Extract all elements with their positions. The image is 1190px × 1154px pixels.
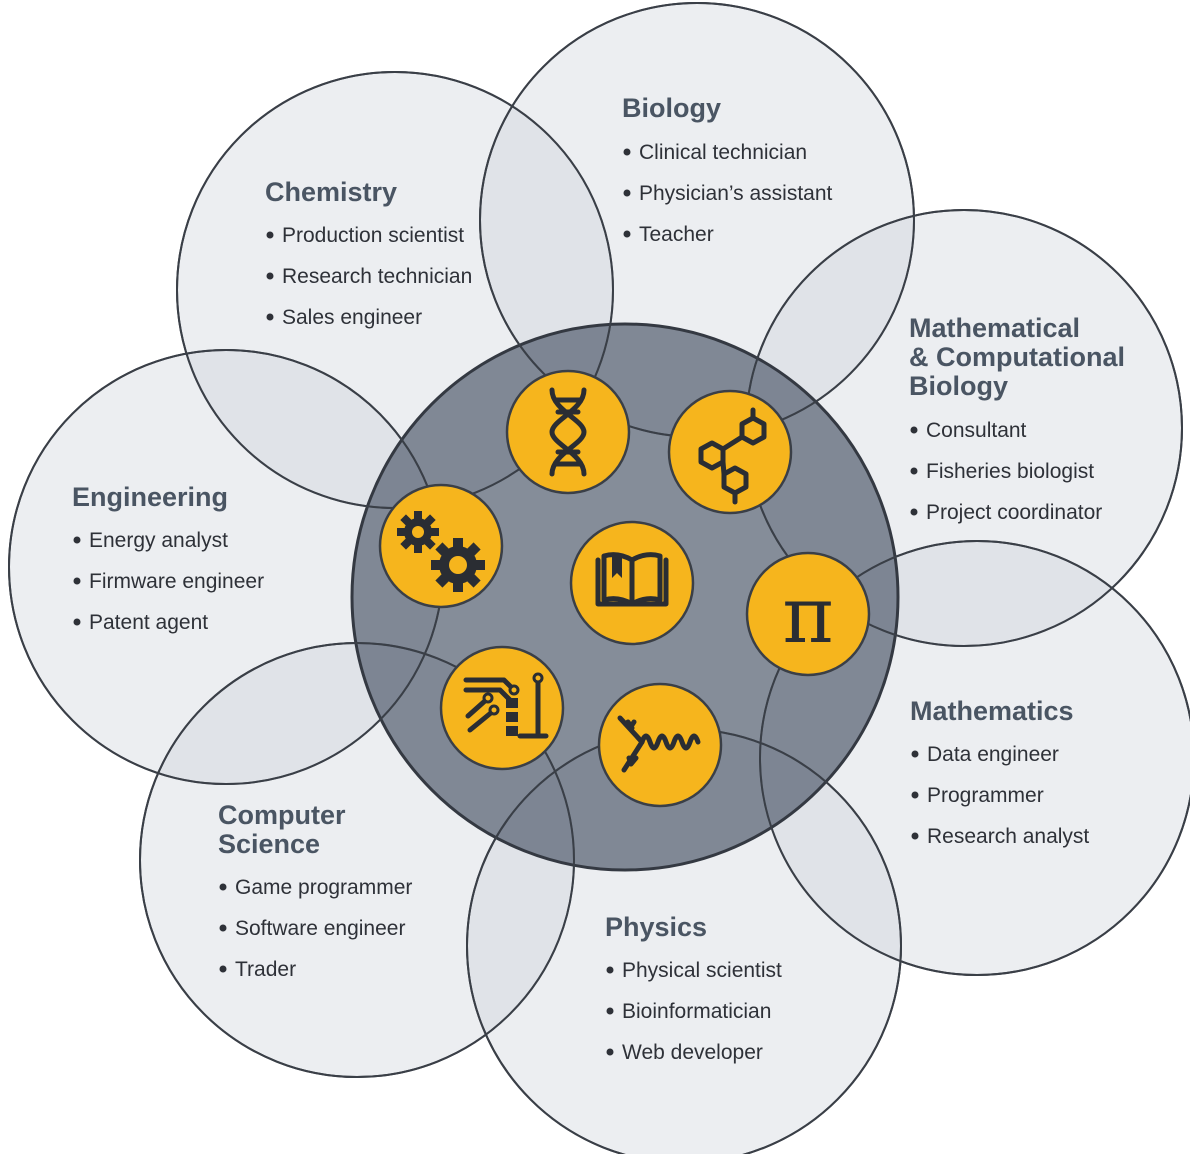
bullet — [73, 577, 81, 585]
book-medallion — [569, 520, 695, 646]
career-item: Research analyst — [927, 825, 1089, 848]
bullet — [266, 272, 274, 280]
dna-icon — [549, 387, 587, 477]
circuit-medallion — [439, 645, 565, 771]
career-item: Bioinformatician — [622, 1000, 771, 1023]
feynman-medallion — [597, 682, 723, 808]
career-item: Fisheries biologist — [926, 460, 1094, 483]
bullet — [606, 966, 614, 974]
circuit-icon — [463, 672, 549, 739]
career-item: Physician’s assistant — [639, 182, 833, 205]
pi-medallion: π — [745, 551, 871, 677]
computer-science-title: Computer — [218, 800, 346, 830]
engineering-title: Engineering — [72, 482, 228, 512]
gears-icon — [397, 511, 485, 592]
computer-science-title: Science — [218, 829, 320, 859]
career-item: Teacher — [639, 223, 714, 246]
bullet — [623, 230, 631, 238]
chemistry-title: Chemistry — [265, 177, 397, 207]
bullet — [606, 1007, 614, 1015]
career-item: Consultant — [926, 419, 1027, 442]
career-item: Sales engineer — [282, 306, 422, 329]
bullet — [266, 231, 274, 239]
math-comp-bio-label-group: Mathematical& ComputationalBiologyConsul… — [909, 313, 1125, 524]
bullet — [911, 750, 919, 758]
bullet — [266, 313, 274, 321]
molecule-icon — [698, 407, 767, 505]
open-book-icon — [595, 552, 669, 607]
mathematics-title: Mathematics — [910, 696, 1074, 726]
career-item: Data engineer — [927, 743, 1059, 766]
dna-medallion — [505, 369, 631, 495]
career-item: Clinical technician — [639, 141, 807, 164]
bullet — [73, 536, 81, 544]
bullet — [219, 965, 227, 973]
career-item: Physical scientist — [622, 959, 782, 982]
bullet — [219, 883, 227, 891]
feynman-diagram-icon — [617, 715, 701, 773]
career-item: Software engineer — [235, 917, 405, 940]
career-item: Production scientist — [282, 224, 464, 247]
bullet — [911, 832, 919, 840]
bullet — [73, 618, 81, 626]
bullet — [910, 426, 918, 434]
career-item: Firmware engineer — [89, 570, 264, 593]
career-item: Trader — [235, 958, 296, 981]
pi-icon: π — [782, 571, 833, 661]
bullet — [910, 508, 918, 516]
bullet — [623, 189, 631, 197]
physics-title: Physics — [605, 912, 707, 942]
career-item: Project coordinator — [926, 501, 1102, 524]
math-comp-bio-title: Biology — [909, 371, 1008, 401]
molecule-medallion — [667, 389, 793, 515]
career-item: Energy analyst — [89, 529, 228, 552]
biology-title: Biology — [622, 93, 721, 123]
math-comp-bio-title: & Computational — [909, 342, 1125, 372]
career-item: Patent agent — [89, 611, 208, 634]
bullet — [623, 148, 631, 156]
career-item: Game programmer — [235, 876, 412, 899]
career-item: Programmer — [927, 784, 1044, 807]
bullet — [911, 791, 919, 799]
bullet — [606, 1048, 614, 1056]
math-comp-bio-title: Mathematical — [909, 313, 1080, 343]
gears-medallion — [378, 483, 504, 609]
bullet — [219, 924, 227, 932]
bullet — [910, 467, 918, 475]
career-item: Web developer — [622, 1041, 763, 1064]
career-item: Research technician — [282, 265, 472, 288]
